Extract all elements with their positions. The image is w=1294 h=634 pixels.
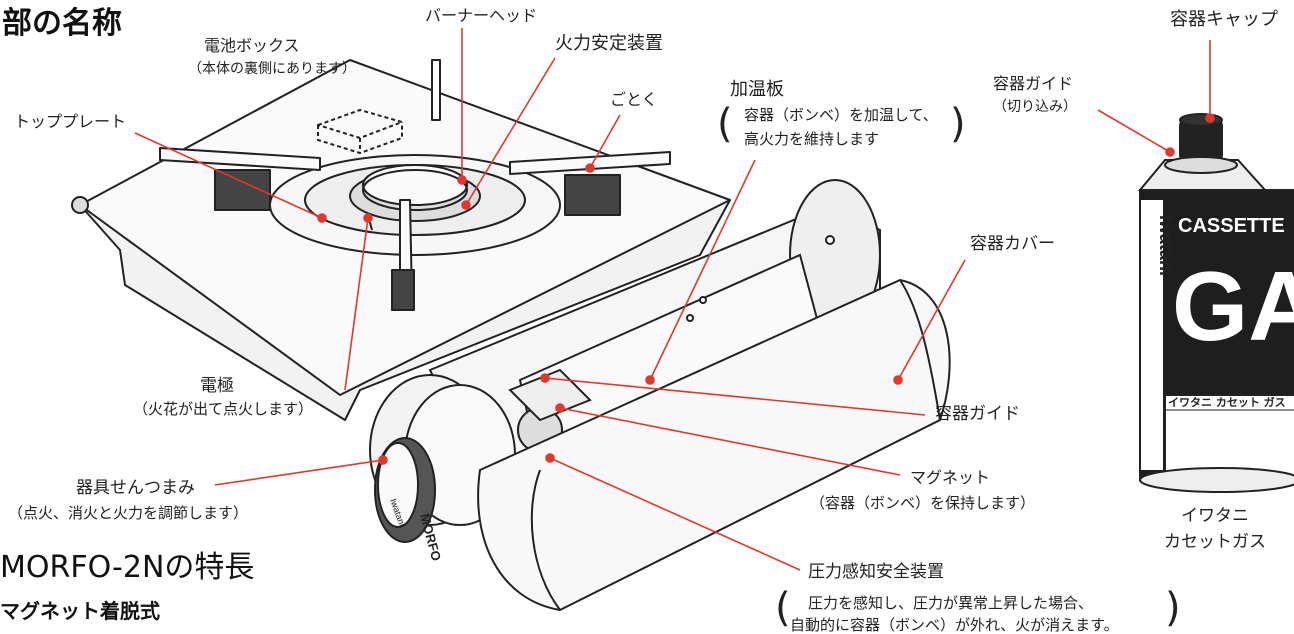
canister-guide-cap-label: 容器ガイド xyxy=(993,74,1074,93)
battery-box-note: （本体の裏側にあります） xyxy=(188,61,356,77)
container-housing: Iwatani MORFO xyxy=(369,179,951,612)
top-plate-label: トッププレート xyxy=(14,112,127,131)
heating-plate-note-2: 高火力を維持します xyxy=(744,130,880,148)
knob-label: 器具せんつまみ xyxy=(76,478,195,498)
container-cap-label: 容器キャップ xyxy=(1170,9,1278,30)
section-title: 部の名称 xyxy=(2,6,122,41)
container-guide-label: 容器ガイド xyxy=(935,404,1020,424)
knob-note: （点火、消火と火力を調節します） xyxy=(8,504,249,522)
gas-can-caption-2: カセットガス xyxy=(1164,532,1266,552)
flame-stabilizer-label: 火力安定装置 xyxy=(555,33,663,54)
paren-close-heating: ) xyxy=(950,101,966,147)
canister-guide-cap-note: （切り込み） xyxy=(993,99,1077,115)
battery-box-label: 電池ボックス xyxy=(204,36,300,55)
heating-plate-note-1: 容器（ボンベ）を加温して、 xyxy=(744,106,938,124)
feature-1: マグネット着脱式 xyxy=(0,599,160,623)
trivet-label: ごとく xyxy=(610,90,658,109)
stove-illustration xyxy=(71,59,731,421)
pressure-safety-note-2: 自動的に容器（ボンベ）が外れ、火が消えます。 xyxy=(790,616,1119,634)
gas-can xyxy=(1137,113,1294,493)
trivet-left xyxy=(159,147,321,171)
magnet-note: （容器（ボンベ）を保持します） xyxy=(810,494,1036,512)
paren-open-heating: ( xyxy=(717,101,733,147)
gas-can-caption-1: イワタニ xyxy=(1181,506,1249,526)
container-cover xyxy=(477,278,951,612)
heating-plate-label: 加温板 xyxy=(730,79,784,100)
can-label-band xyxy=(1164,394,1294,481)
paren-open-pressure: ( xyxy=(775,585,791,631)
pressure-safety-label: 圧力感知安全装置 xyxy=(808,562,944,582)
features-title: MORFO-2Nの特長 xyxy=(0,550,255,585)
electrode-label: 電極 xyxy=(200,376,234,396)
burner-head-label: バーナーヘッド xyxy=(425,6,538,25)
electrode-note: （火花が出て点火します） xyxy=(133,400,314,418)
can-small-label: イワタニ カセット ガス xyxy=(1168,395,1286,409)
container-cover-label: 容器カバー xyxy=(970,234,1055,254)
trivet-back xyxy=(431,59,441,121)
can-brand-vertical: Iwatani xyxy=(1156,215,1176,276)
can-cassette: CASSETTE xyxy=(1178,215,1285,237)
can-gas: GAS xyxy=(1172,251,1294,361)
pressure-safety-note-1: 圧力を感知し、圧力が異常上昇した場合、 xyxy=(808,594,1094,612)
battery-box xyxy=(317,109,403,139)
leader-lines xyxy=(134,28,1215,571)
trivet-right xyxy=(509,151,671,175)
paren-close-pressure: ) xyxy=(1165,585,1181,631)
burner-head xyxy=(362,164,468,206)
magnet-label: マグネット xyxy=(910,468,991,487)
